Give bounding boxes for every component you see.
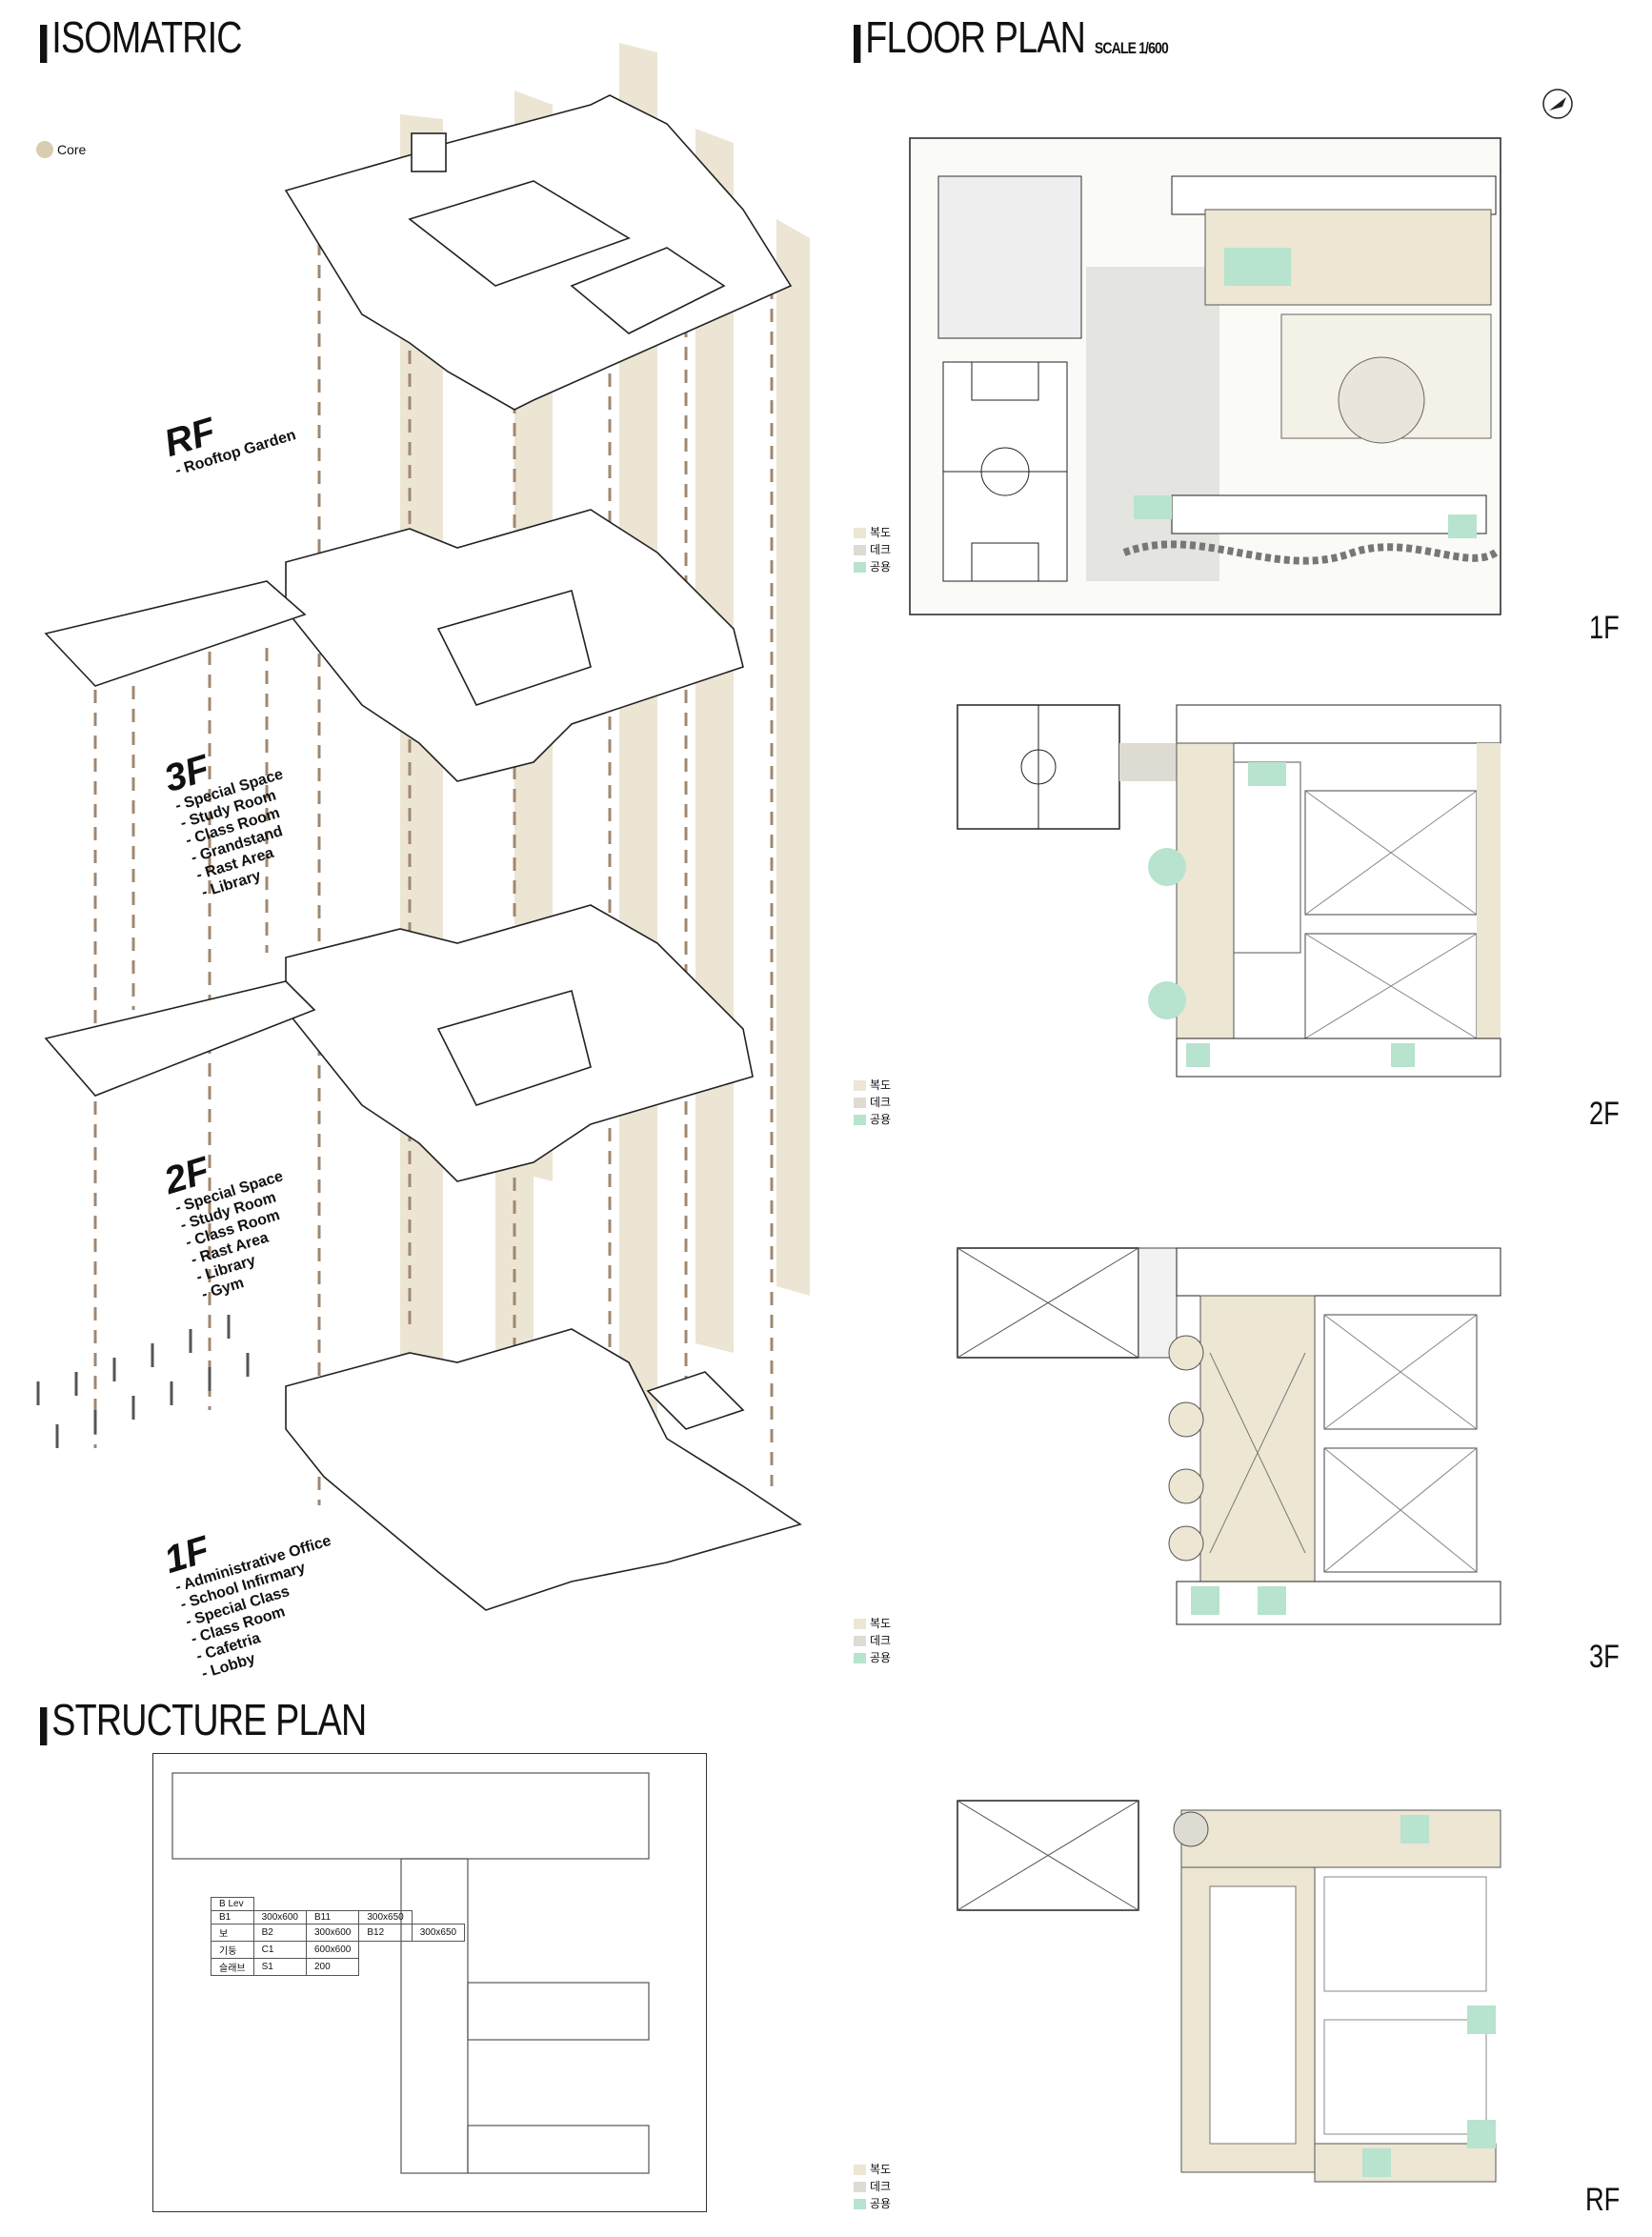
structure-grid bbox=[171, 1772, 650, 2174]
floor-plan-rf-drawing bbox=[957, 1800, 1501, 2183]
table-cell: B12 bbox=[358, 1924, 413, 1942]
table-cell: 300x650 bbox=[411, 1924, 466, 1942]
table-cell: 300x600 bbox=[252, 1910, 307, 1925]
floor-plan-1f-drawing bbox=[909, 137, 1501, 615]
floor-plan-2f bbox=[943, 695, 1534, 1086]
floor-plan-3f-drawing bbox=[957, 1247, 1501, 1625]
structure-plan-title: STRUCTURE PLAN bbox=[40, 1694, 367, 1745]
isometric-title: ISOMATRIC bbox=[40, 11, 243, 63]
table-cell: 600x600 bbox=[305, 1941, 360, 1959]
north-arrow-icon bbox=[1542, 89, 1573, 119]
table-cell: B1 bbox=[211, 1910, 254, 1925]
table-cell: C1 bbox=[252, 1941, 307, 1959]
floor-plan-1f bbox=[896, 105, 1524, 634]
core-legend-label: Core bbox=[57, 142, 87, 157]
table-cell: 300x650 bbox=[358, 1910, 413, 1925]
table-cell: 300x600 bbox=[305, 1924, 360, 1942]
plan-legend-3f: 복도 데크 공용 bbox=[854, 1615, 891, 1666]
table-cell: 보 bbox=[211, 1924, 254, 1942]
floor-label-3f: 3F bbox=[1589, 1639, 1620, 1675]
floor-label-1f: 1F bbox=[1589, 610, 1620, 646]
2f-slab bbox=[44, 904, 754, 1182]
table-cell: B2 bbox=[252, 1924, 307, 1942]
floor-plan-2f-drawing bbox=[957, 704, 1501, 1078]
table-cell: 기둥 bbox=[211, 1941, 254, 1959]
core-legend: Core bbox=[36, 141, 86, 158]
floor-label-2f: 2F bbox=[1589, 1096, 1620, 1132]
rf-slab bbox=[284, 94, 793, 411]
core-swatch bbox=[36, 141, 53, 158]
table-cell: B11 bbox=[305, 1910, 360, 1925]
table-cell: S1 bbox=[252, 1958, 307, 1976]
floor-plan-rf bbox=[943, 1791, 1534, 2191]
floor-label-rf: RF bbox=[1585, 2182, 1621, 2218]
table-cell: 200 bbox=[305, 1958, 360, 1976]
plan-legend-1f: 복도 데크 공용 bbox=[854, 524, 891, 575]
table-header: B Lev bbox=[211, 1897, 254, 1911]
ground-columns bbox=[36, 1315, 250, 1448]
3f-slab bbox=[44, 509, 744, 782]
isometric-drawing bbox=[36, 43, 810, 1611]
floor-plan-3f bbox=[943, 1239, 1534, 1639]
1f-slab bbox=[285, 1328, 802, 1611]
plan-legend-rf: 복도 데크 공용 bbox=[854, 2161, 891, 2212]
table-cell: 슬래브 bbox=[211, 1958, 254, 1976]
plan-legend-2f: 복도 데크 공용 bbox=[854, 1077, 891, 1128]
